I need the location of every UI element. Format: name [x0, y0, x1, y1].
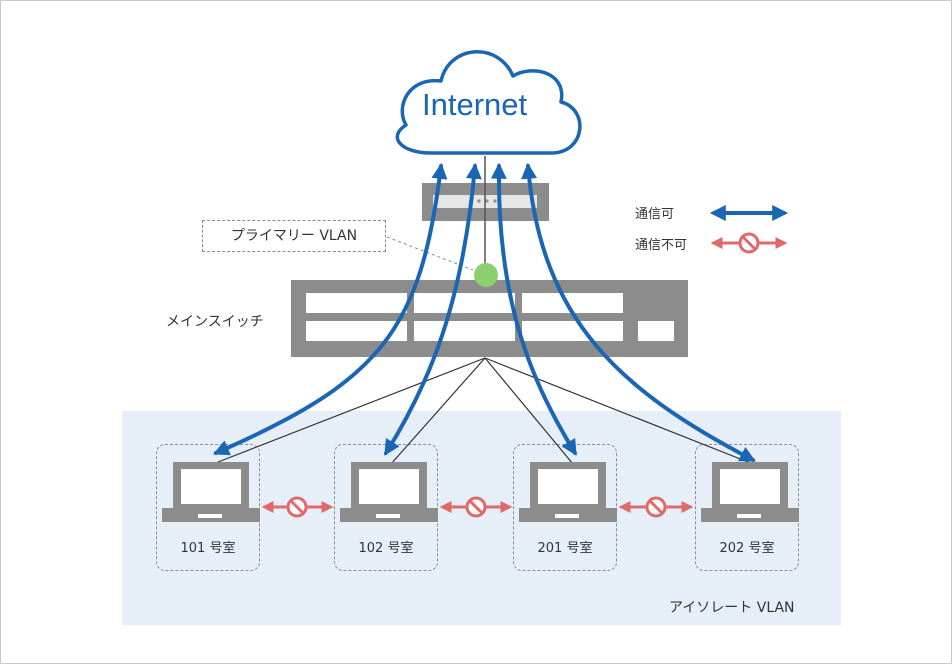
room-label-102: 102 号室 — [358, 541, 414, 556]
room-label-202: 202 号室 — [719, 541, 775, 556]
room-101-box — [156, 444, 260, 571]
laptop-icon-102 — [340, 462, 438, 522]
internet-cloud — [395, 50, 582, 155]
room-label-201: 201 号室 — [537, 541, 593, 556]
blocked-arrow-101-102 — [261, 496, 334, 518]
laptop-icon-202 — [701, 462, 799, 522]
primary-vlan-dot — [474, 263, 498, 287]
room-label-101: 101 号室 — [180, 541, 236, 556]
allowed-arrow-202 — [521, 162, 756, 462]
laptop-icon-101 — [162, 462, 260, 522]
primary-vlan-label: プライマリー VLAN — [202, 220, 386, 252]
internet-label: Internet — [422, 87, 528, 122]
main-switch-label: メインスイッチ — [166, 314, 264, 330]
allowed-arrow-102 — [384, 162, 482, 456]
laptop-icon-201 — [519, 462, 617, 522]
main-switch-icon — [291, 280, 688, 357]
isolated-vlan-label: アイソレート VLAN — [669, 600, 795, 616]
blocked-arrow-102-201 — [439, 496, 513, 518]
legend-allowed-label: 通信可 — [635, 207, 675, 222]
blocked-arrow-201-202 — [618, 496, 694, 518]
legend-blocked-arrow — [710, 232, 788, 254]
legend-blocked-label: 通信不可 — [635, 238, 688, 253]
